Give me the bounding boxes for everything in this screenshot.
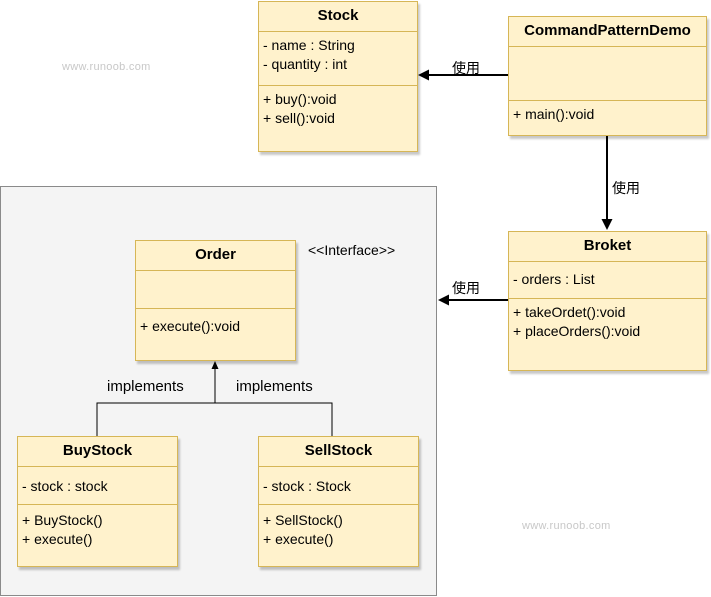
- method-row: + buy():void: [263, 91, 337, 107]
- class-broket-attributes: - orders : List: [509, 262, 706, 299]
- arrowhead-icon: [601, 219, 613, 230]
- edge-label-broket-group: 使用: [452, 280, 480, 296]
- class-broket-name: Broket: [509, 232, 706, 262]
- edge-label-sell-implements: implements: [236, 378, 313, 395]
- attribute-row: - stock : Stock: [263, 478, 351, 494]
- arrowhead-icon: [211, 361, 219, 369]
- class-sellstock-name: SellStock: [259, 437, 418, 467]
- method-row: + placeOrders():void: [513, 323, 641, 339]
- method-row: + execute(): [22, 531, 93, 547]
- arrowhead-icon: [418, 69, 429, 81]
- edge-buystock-implements-order[interactable]: [96, 367, 216, 436]
- edge-label-demo-stock: 使用: [452, 60, 480, 76]
- class-commandpatterndemo-attributes: [509, 47, 706, 101]
- edge-label-buy-implements: implements: [107, 378, 184, 395]
- class-stock-attributes: - name : String - quantity : int: [259, 32, 417, 86]
- class-buystock-methods: + BuyStock() + execute(): [18, 505, 177, 549]
- class-sellstock-methods: + SellStock() + execute(): [259, 505, 418, 549]
- attribute-row: - stock : stock: [22, 478, 108, 494]
- class-order-name: Order: [136, 241, 295, 271]
- class-order[interactable]: Order + execute():void: [135, 240, 296, 361]
- class-broket-methods: + takeOrdet():void + placeOrders():void: [509, 299, 706, 341]
- class-stock[interactable]: Stock - name : String - quantity : int +…: [258, 1, 418, 152]
- class-sellstock[interactable]: SellStock - stock : Stock + SellStock() …: [258, 436, 419, 567]
- arrowhead-icon: [438, 294, 449, 306]
- edge-sellstock-implements-order[interactable]: [215, 402, 333, 436]
- attribute-row: - orders : List: [513, 271, 595, 287]
- class-buystock[interactable]: BuyStock - stock : stock + BuyStock() + …: [17, 436, 178, 567]
- method-row: + SellStock(): [263, 512, 343, 528]
- method-row: + execute():void: [140, 318, 240, 334]
- attribute-row: - quantity : int: [263, 56, 348, 72]
- class-broket[interactable]: Broket - orders : List + takeOrdet():voi…: [508, 231, 707, 371]
- watermark-text: www.runoob.com: [62, 61, 151, 73]
- class-stock-name: Stock: [259, 2, 417, 32]
- class-buystock-attributes: - stock : stock: [18, 467, 177, 505]
- class-commandpatterndemo-methods: + main():void: [509, 101, 706, 124]
- method-row: + execute(): [263, 531, 334, 547]
- class-buystock-name: BuyStock: [18, 437, 177, 467]
- class-commandpatterndemo-name: CommandPatternDemo: [509, 17, 706, 47]
- interface-stereotype-label: <<Interface>>: [308, 242, 396, 258]
- class-stock-methods: + buy():void + sell():void: [259, 86, 417, 128]
- edge-label-demo-broket: 使用: [612, 180, 640, 196]
- attribute-row: - name : String: [263, 37, 355, 53]
- class-commandpatterndemo[interactable]: CommandPatternDemo + main():void: [508, 16, 707, 136]
- class-order-attributes: [136, 271, 295, 309]
- method-row: + main():void: [513, 106, 595, 122]
- class-order-methods: + execute():void: [136, 309, 295, 336]
- method-row: + takeOrdet():void: [513, 304, 626, 320]
- class-sellstock-attributes: - stock : Stock: [259, 467, 418, 505]
- method-row: + sell():void: [263, 110, 335, 126]
- method-row: + BuyStock(): [22, 512, 103, 528]
- watermark-text: www.runoob.com: [522, 520, 611, 532]
